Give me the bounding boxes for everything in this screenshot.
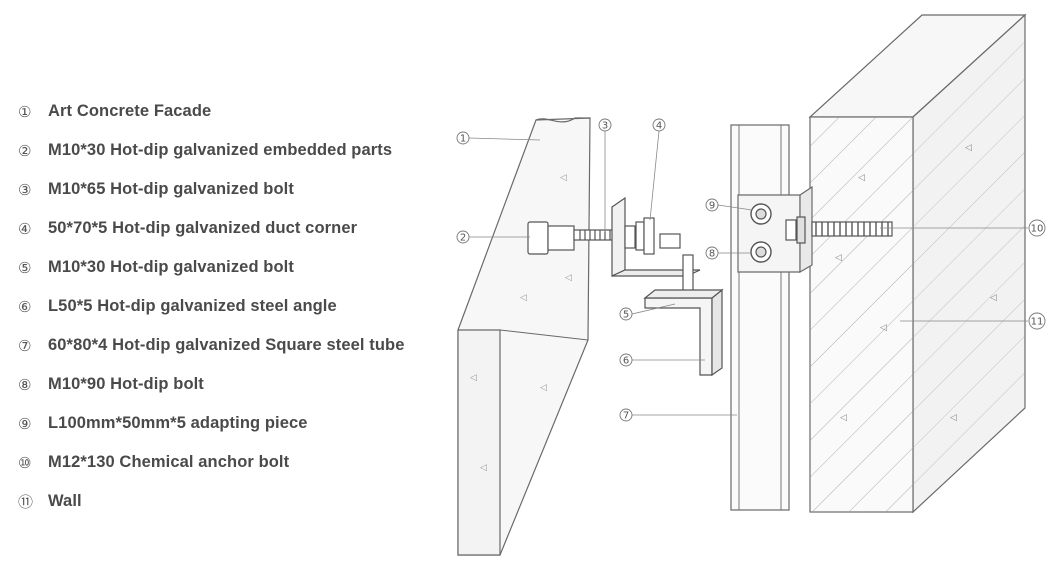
parts-legend: ① Art Concrete Facade ② M10*30 Hot-dip gal… xyxy=(18,92,438,521)
legend-text: M10*30 Hot-dip galvanized embedded parts xyxy=(48,141,393,159)
svg-text:10: 10 xyxy=(1031,224,1044,235)
leader-line-1 xyxy=(468,137,541,141)
callout-10: 10 xyxy=(1028,219,1046,237)
bolt-m10x65 xyxy=(573,229,623,241)
legend-item: ⑪ Wall xyxy=(18,482,438,521)
callout-6: 6 xyxy=(619,353,633,367)
callout-1: 1 xyxy=(456,131,470,145)
legend-item: ⑥ L50*5 Hot-dip galvanized steel angle xyxy=(18,287,438,326)
svg-text:◁: ◁ xyxy=(835,252,842,262)
concrete-facade-panel: ◁ ◁ ◁ ◁ ◁ ◁ xyxy=(457,117,591,556)
svg-text:◁: ◁ xyxy=(880,322,887,332)
legend-text: L100mm*50mm*5 adapting piece xyxy=(48,414,308,432)
legend-text: 60*80*4 Hot-dip galvanized Square steel … xyxy=(48,336,405,354)
legend-number: ② xyxy=(18,141,32,160)
legend-number: ④ xyxy=(18,219,32,238)
callout-markers: 1 2 3 4 5 6 7 8 9 10 11 xyxy=(456,118,1046,422)
svg-text:◁: ◁ xyxy=(950,412,957,422)
callout-3: 3 xyxy=(598,118,612,132)
chemical-anchor-bolt xyxy=(811,221,893,237)
svg-text:◁: ◁ xyxy=(965,142,972,152)
legend-number: ⑪ xyxy=(18,493,34,511)
legend-item: ⑤ M10*30 Hot-dip galvanized bolt xyxy=(18,248,438,287)
svg-text:6: 6 xyxy=(623,356,629,367)
svg-text:9: 9 xyxy=(709,201,715,212)
callout-11: 11 xyxy=(1028,312,1046,330)
legend-item: ⑧ M10*90 Hot-dip bolt xyxy=(18,365,438,404)
legend-number: ⑩ xyxy=(18,453,32,472)
svg-text:11: 11 xyxy=(1031,317,1044,328)
legend-number: ⑧ xyxy=(18,375,32,394)
callout-2: 2 xyxy=(456,230,470,244)
legend-number: ⑥ xyxy=(18,297,32,316)
svg-text:◁: ◁ xyxy=(470,372,477,382)
leader-line-4 xyxy=(649,130,660,221)
svg-text:◁: ◁ xyxy=(480,462,487,472)
legend-item: ④ 50*70*5 Hot-dip galvanized duct corner xyxy=(18,209,438,248)
legend-number: ③ xyxy=(18,180,32,199)
legend-item: ② M10*30 Hot-dip galvanized embedded part… xyxy=(18,131,438,170)
svg-text:◁: ◁ xyxy=(990,292,997,302)
svg-text:2: 2 xyxy=(460,233,466,244)
square-steel-tube xyxy=(730,124,790,511)
legend-text: M12*130 Chemical anchor bolt xyxy=(48,453,290,471)
legend-text: M10*90 Hot-dip bolt xyxy=(48,375,204,393)
svg-text:◁: ◁ xyxy=(520,292,527,302)
svg-text:5: 5 xyxy=(623,310,629,321)
svg-text:4: 4 xyxy=(656,121,662,132)
legend-item: ③ M10*65 Hot-dip galvanized bolt xyxy=(18,170,438,209)
legend-item: ⑦ 60*80*4 Hot-dip galvanized Square steel… xyxy=(18,326,438,365)
duct-corner-bracket xyxy=(611,196,701,277)
embedded-part xyxy=(527,221,575,255)
legend-text: M10*65 Hot-dip galvanized bolt xyxy=(48,180,294,198)
callout-4: 4 xyxy=(652,118,666,132)
leader-line-5 xyxy=(631,303,676,315)
callout-5: 5 xyxy=(619,307,633,321)
svg-text:1: 1 xyxy=(460,134,466,145)
callout-9: 9 xyxy=(705,198,719,212)
steel-angle xyxy=(643,288,724,377)
svg-text:◁: ◁ xyxy=(560,172,567,182)
legend-number: ⑤ xyxy=(18,258,32,277)
legend-text: Wall xyxy=(48,492,82,510)
legend-text: L50*5 Hot-dip galvanized steel angle xyxy=(48,297,337,315)
legend-item: ① Art Concrete Facade xyxy=(18,92,438,131)
legend-item: ⑨ L100mm*50mm*5 adapting piece xyxy=(18,404,438,443)
callout-7: 7 xyxy=(619,408,633,422)
legend-text: 50*70*5 Hot-dip galvanized duct corner xyxy=(48,219,358,237)
adapting-piece xyxy=(737,185,813,274)
svg-text:◁: ◁ xyxy=(565,272,572,282)
legend-number: ⑨ xyxy=(18,414,32,433)
legend-text: M10*30 Hot-dip galvanized bolt xyxy=(48,258,294,276)
svg-text:◁: ◁ xyxy=(540,382,547,392)
svg-text:7: 7 xyxy=(623,411,629,422)
legend-number: ① xyxy=(18,102,32,121)
svg-text:3: 3 xyxy=(602,121,608,132)
leader-line-9 xyxy=(717,204,753,211)
legend-number: ⑦ xyxy=(18,336,32,355)
legend-item: ⑩ M12*130 Chemical anchor bolt xyxy=(18,443,438,482)
svg-text:◁: ◁ xyxy=(840,412,847,422)
svg-text:◁: ◁ xyxy=(858,172,865,182)
svg-text:8: 8 xyxy=(709,249,715,260)
legend-text: Art Concrete Facade xyxy=(48,102,212,120)
callout-8: 8 xyxy=(705,246,719,260)
wall: ◁ ◁ ◁ ◁ ◁ ◁ ◁ xyxy=(808,13,1027,514)
